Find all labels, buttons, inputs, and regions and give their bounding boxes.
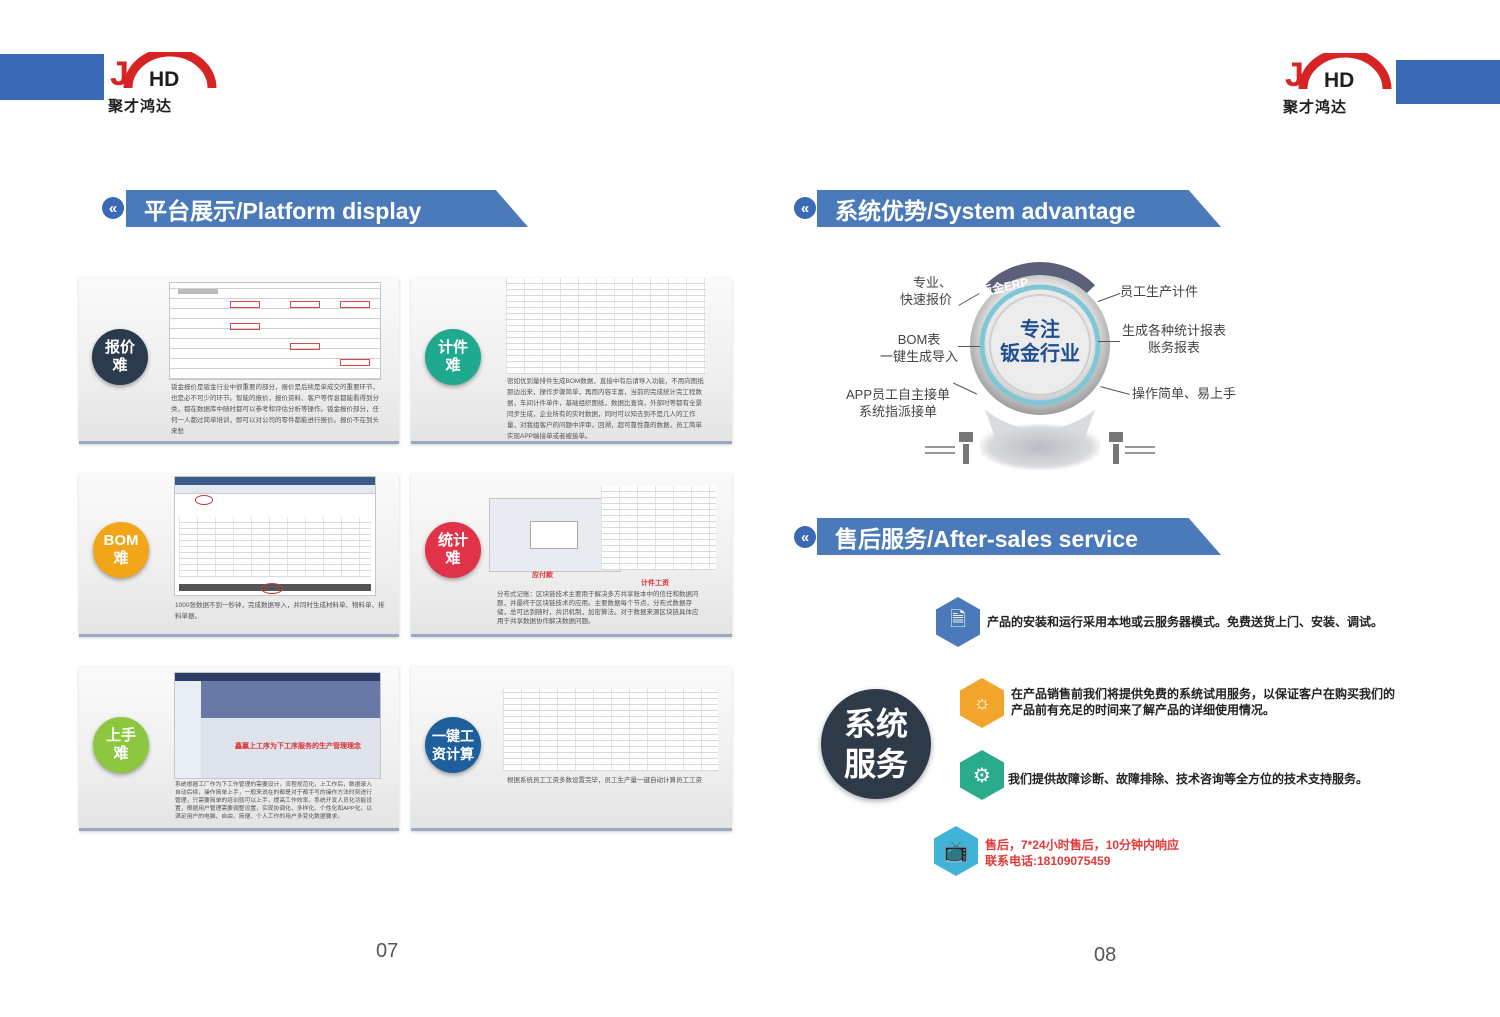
person-icon: [963, 444, 969, 464]
label-easy-operation: 操作简单、易上手: [1132, 386, 1237, 401]
label-piece-count: 员工生产计件: [1120, 284, 1199, 299]
person-screen-icon: [1109, 432, 1123, 442]
caption-quote: 钣金报价是钣金行业中很重要的部分，报价是后续是单成交的重要环节，也是必不可少的环…: [171, 384, 379, 435]
caption-bom: 1000张数据不到一秒钟，完成数据导入，并同时生成材料单、物料单、排料单据。: [175, 602, 385, 620]
section-title-after-sales: 售后服务/After-sales service: [817, 518, 1221, 555]
payable-label: 应付款: [532, 572, 553, 579]
section-title-advantage: 系统优势/System advantage: [817, 190, 1221, 227]
stats-table-screenshot: [601, 486, 716, 570]
double-chevron-left-icon: «: [794, 526, 816, 548]
person-icon: [1113, 444, 1119, 464]
badge-payroll: 一键工资计算: [425, 717, 481, 773]
svg-text:J: J: [110, 55, 129, 90]
label-fast-quote: 专业、 快速报价: [900, 275, 953, 307]
service-trial-text: 在产品销售前我们将提供免费的系统试用服务，以保证客户在购买我们的产品前有充足的时…: [1011, 687, 1396, 717]
company-name: 聚才鸿达: [1283, 98, 1348, 116]
panel-payroll: 一键工资计算 根据系统员工工资多数设置完毕，员工生产量一键自动计算员工工资: [411, 667, 732, 831]
quote-form-screenshot: [169, 282, 381, 380]
center-title: 专注 钣金行业: [1000, 319, 1080, 365]
software-ui-screenshot: 鑫赢上工序为下工序服务的生产管理理念: [174, 672, 381, 779]
logo-left: J HD 聚才鸿达: [108, 47, 218, 116]
piece-wage-label: 计件工资: [641, 580, 669, 587]
caption-statistics: 分布式记账：区块链技术主要用于解决多方共享账本中的信任和数据问题，并最终于区块链…: [497, 591, 699, 625]
stats-window-screenshot: [489, 498, 621, 572]
world-map-icon: [980, 424, 1100, 470]
service-hotline: 售后，7*24小时售后，10分钟内响应 联系电话:18109075459: [985, 837, 1179, 869]
brand-bar-right: [1396, 60, 1500, 104]
label-bom-import: BOM表 一键生成导入: [880, 332, 959, 364]
gear-ring-icon: [970, 261, 1110, 450]
company-name: 聚才鸿达: [108, 97, 173, 115]
panel-easy-start: 鑫赢上工序为下工序服务的生产管理理念 上手难 系统根据工厂作为下工作管理的需要设…: [79, 667, 399, 831]
hotline-phone: 联系电话:18109075459: [985, 854, 1111, 868]
bom-window-screenshot: [174, 476, 376, 596]
panel-statistics: 统计难 应付款 计件工资 分布式记账：区块链技术主要用于解决多方共享账本中的信任…: [411, 474, 732, 637]
system-service-circle: 系统 服务: [821, 689, 931, 799]
concept-label: 鑫赢上工序为下工序服务的生产管理理念: [235, 743, 361, 750]
svg-text:HD: HD: [1324, 69, 1354, 91]
badge-quote: 报价难: [92, 329, 148, 385]
page-number-right: 08: [1094, 944, 1117, 966]
support-icon: ⚙: [960, 750, 1004, 800]
hotline-icon: 📺: [934, 826, 978, 876]
payroll-table-screenshot: [503, 689, 718, 771]
section-title-platform: 平台展示/Platform display: [126, 190, 528, 227]
badge-statistics: 统计难: [425, 522, 481, 578]
world-map: [925, 420, 1155, 475]
badge-easy-start: 上手难: [93, 717, 149, 773]
service-support-text: 我们提供故障诊断、故障排除、技术咨询等全方位的技术支持服务。: [1008, 772, 1369, 786]
caption-piecework: 密如优到量排件生成BOM数据，直接中有后请导入功能，不用向图纸那边出来，操作步骤…: [507, 378, 704, 440]
piecework-table-screenshot: [506, 278, 706, 374]
badge-piecework: 计件难: [425, 329, 481, 385]
logo-text: HD: [149, 68, 179, 90]
caption-easy-start: 系统根据工厂作为下工作管理的需要设计，流程规范化，上工作后，数据录入自动后续，操…: [175, 782, 373, 820]
install-icon: 🗎: [936, 597, 980, 647]
advantage-diagram: 钣金ERP 专注 钣金行业: [960, 260, 1120, 450]
hotline-text: 售后，7*24小时售后，10分钟内响应: [985, 838, 1180, 852]
panel-piecework: 计件难 密如优到量排件生成BOM数据，直接中有后请导入功能，不用向图纸那边出来，…: [411, 278, 732, 444]
connector-line: [1098, 341, 1120, 342]
double-chevron-left-icon: «: [102, 197, 124, 219]
svg-text:J: J: [1285, 56, 1304, 91]
logo-right: J HD 聚才鸿达: [1283, 48, 1393, 117]
brand-bar-left: [0, 54, 104, 100]
label-app-orders: APP员工自主接单 系统指派接单: [846, 387, 951, 419]
jhd-logo-icon: J HD: [1285, 48, 1392, 94]
caption-payroll: 根据系统员工工资多数设置完毕，员工生产量一键自动计算员工工资: [507, 777, 702, 784]
double-chevron-left-icon: «: [794, 197, 816, 219]
panel-quote: 报价难 钣金报价是钣金行业中很重要的部分，报价是后续是单成交的重要环节，也是必不…: [79, 278, 399, 444]
service-install-text: 产品的安装和运行采用本地或云服务器模式。免费送货上门、安装、调试。: [987, 615, 1384, 629]
page-number-left: 07: [376, 940, 399, 962]
person-screen-icon: [959, 432, 973, 442]
jhd-logo-icon: J HD: [110, 47, 217, 93]
connector-line: [958, 346, 980, 347]
label-reports: 生成各种统计报表 账务报表: [1122, 323, 1227, 355]
trial-icon: ☼: [960, 678, 1004, 728]
